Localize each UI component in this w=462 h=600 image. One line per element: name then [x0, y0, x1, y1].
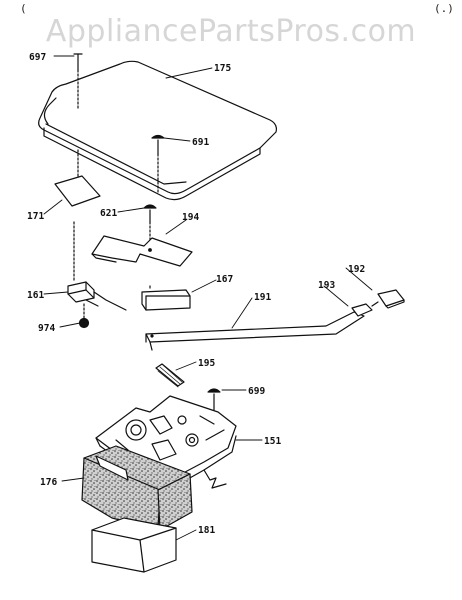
label-192: 192 — [348, 264, 365, 275]
label-699: 699 — [248, 386, 265, 397]
label-151: 151 — [264, 436, 281, 447]
leader-lines — [43, 55, 373, 541]
label-974: 974 — [38, 323, 55, 334]
watermark: AppliancePartsPros.com — [45, 14, 417, 49]
cover-plate-175 — [38, 60, 277, 201]
block-181 — [91, 517, 177, 573]
label-691: 691 — [192, 137, 209, 148]
cap-193 — [351, 303, 373, 317]
corner-mark-left: ( — [20, 2, 27, 15]
spring-195 — [155, 363, 185, 388]
block-167 — [141, 283, 191, 311]
label-175: 175 — [214, 63, 231, 74]
label-181: 181 — [198, 525, 215, 536]
knob-192 — [371, 289, 405, 309]
label-161: 161 — [27, 290, 44, 301]
bracket-194 — [91, 235, 193, 267]
label-195: 195 — [198, 358, 215, 369]
switch-161 — [67, 221, 127, 311]
label-697: 697 — [29, 52, 46, 63]
label-167: 167 — [216, 274, 233, 285]
label-193: 193 — [318, 280, 335, 291]
label-194: 194 — [182, 212, 199, 223]
label-191: 191 — [254, 292, 271, 303]
screw-691 — [151, 134, 165, 193]
arm-191 — [145, 311, 365, 351]
screw-697 — [73, 53, 83, 109]
pad-171 — [54, 149, 101, 207]
nut-974 — [78, 303, 90, 329]
corner-mark-right: (.) — [434, 2, 454, 15]
label-176: 176 — [40, 477, 57, 488]
label-621: 621 — [100, 208, 117, 219]
label-171: 171 — [27, 211, 44, 222]
